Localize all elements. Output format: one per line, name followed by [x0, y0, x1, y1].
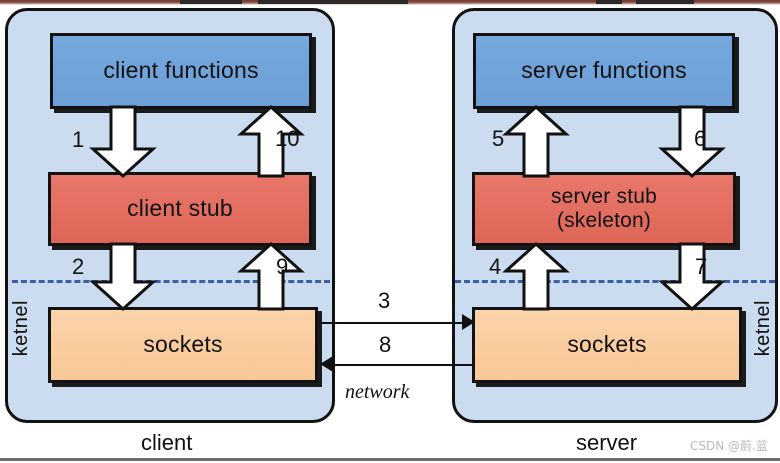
server-stub-box: server stub (skeleton)	[472, 172, 736, 246]
step-label-3: 3	[378, 288, 391, 313]
client-sockets-label: sockets	[143, 331, 223, 358]
step-label-1: 1	[72, 127, 85, 152]
client-caption: client	[141, 430, 193, 455]
server-functions-label: server functions	[521, 57, 687, 84]
arrow-client-stub-to-sockets	[89, 242, 157, 312]
bottom-divider	[0, 458, 780, 461]
step-label-9: 9	[276, 254, 289, 279]
client-stub-box: client stub	[48, 172, 312, 246]
server-kernel-label: ketnel	[752, 300, 774, 357]
arrow-client-sockets-to-stub	[237, 241, 305, 311]
step-label-7: 7	[695, 254, 708, 279]
top-strip-tab-marks	[0, 0, 780, 4]
top-browser-strip	[0, 0, 780, 5]
step-label-4: 4	[489, 254, 502, 279]
server-kernel-boundary-line	[455, 280, 775, 283]
network-request-arrowhead-icon	[462, 314, 475, 330]
network-reply-arrowhead-icon	[320, 356, 333, 372]
server-functions-box: server functions	[473, 33, 735, 109]
arrow-server-stub-to-sockets	[658, 242, 726, 312]
client-stub-label: client stub	[127, 195, 233, 222]
network-label: network	[345, 381, 410, 403]
step-label-8: 8	[379, 332, 392, 357]
step-label-5: 5	[492, 126, 505, 151]
network-request-line	[318, 322, 470, 324]
server-stub-label-line2: (skeleton)	[556, 209, 652, 232]
arrow-server-functions-to-stub	[658, 105, 726, 179]
client-sockets-box: sockets	[48, 307, 318, 383]
server-caption: server	[576, 430, 638, 455]
step-label-2: 2	[72, 254, 85, 279]
step-label-6: 6	[694, 126, 707, 151]
client-kernel-label: ketnel	[10, 300, 32, 357]
server-stub-label-group: server stub (skeleton)	[551, 185, 657, 232]
client-kernel-boundary-line	[12, 280, 330, 283]
csdn-watermark: CSDN @蔚.蓝	[690, 439, 768, 453]
server-sockets-box: sockets	[472, 307, 742, 383]
arrow-client-functions-to-stub	[89, 105, 157, 179]
network-reply-line	[331, 364, 472, 366]
arrow-client-stub-to-functions	[237, 104, 305, 178]
client-functions-box: client functions	[50, 33, 312, 109]
arrow-server-stub-to-functions	[502, 104, 570, 178]
server-stub-label-line1: server stub	[550, 185, 658, 209]
step-label-10: 10	[275, 126, 300, 151]
arrow-server-sockets-to-stub	[502, 241, 570, 311]
server-sockets-label: sockets	[567, 331, 647, 358]
client-functions-label: client functions	[103, 57, 259, 84]
